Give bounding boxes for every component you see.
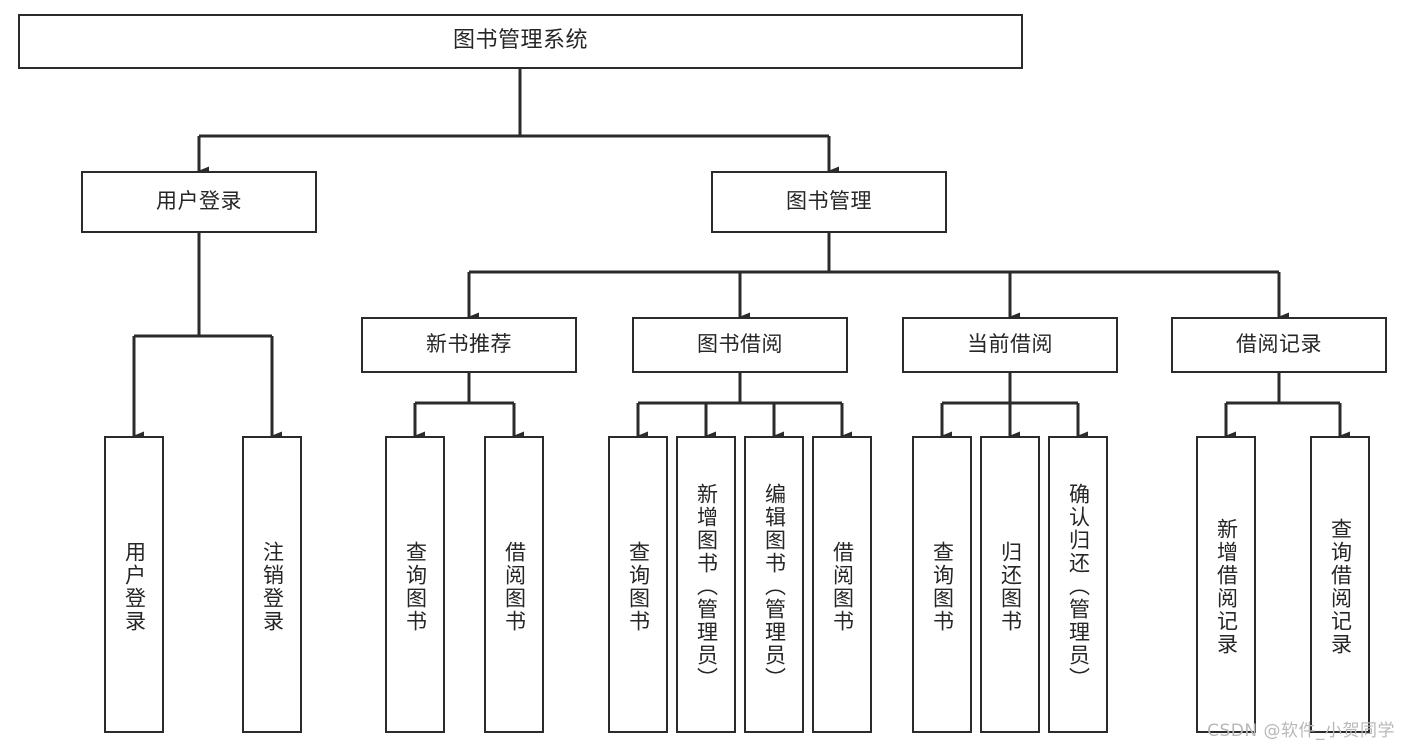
node-leaf-query-book-recommend[interactable]: 查询图书 xyxy=(385,436,445,733)
node-leaf-query-book-current[interactable]: 查询图书 xyxy=(912,436,972,733)
node-label: 新书推荐 xyxy=(426,332,512,357)
node-label: 图书管理 xyxy=(786,189,872,214)
node-leaf-confirm-return-admin[interactable]: 确认归还（管理员） xyxy=(1048,436,1108,733)
node-leaf-user-login[interactable]: 用户登录 xyxy=(104,436,164,733)
node-leaf-return-book[interactable]: 归还图书 xyxy=(980,436,1040,733)
node-label: 借阅图书 xyxy=(830,540,855,633)
node-label: 新增图书（管理员） xyxy=(694,483,719,690)
node-user-login[interactable]: 用户登录 xyxy=(81,171,317,233)
node-leaf-edit-book-admin[interactable]: 编辑图书（管理员） xyxy=(744,436,804,733)
node-label: 用户登录 xyxy=(122,540,147,633)
node-current-borrow[interactable]: 当前借阅 xyxy=(902,317,1118,373)
node-leaf-borrow-book-recommend[interactable]: 借阅图书 xyxy=(484,436,544,733)
node-leaf-query-borrow-record[interactable]: 查询借阅记录 xyxy=(1310,436,1370,733)
node-book-borrow[interactable]: 图书借阅 xyxy=(632,317,848,373)
csdn-watermark: CSDN @软件_小贺同学 xyxy=(1207,721,1395,741)
node-label: 查询图书 xyxy=(930,540,955,633)
node-label: 查询图书 xyxy=(626,540,651,633)
node-label: 当前借阅 xyxy=(967,332,1053,357)
node-label: 新增借阅记录 xyxy=(1214,517,1239,656)
node-leaf-add-borrow-record[interactable]: 新增借阅记录 xyxy=(1196,436,1256,733)
node-book-manage[interactable]: 图书管理 xyxy=(711,171,947,233)
node-leaf-add-book-admin[interactable]: 新增图书（管理员） xyxy=(676,436,736,733)
node-label: 注销登录 xyxy=(260,540,285,633)
node-label: 借阅记录 xyxy=(1236,332,1322,357)
node-label: 图书借阅 xyxy=(697,332,783,357)
node-label: 确认归还（管理员） xyxy=(1066,483,1091,690)
node-new-book-recommend[interactable]: 新书推荐 xyxy=(361,317,577,373)
node-root-system[interactable]: 图书管理系统 xyxy=(18,14,1023,69)
node-leaf-query-book-borrow[interactable]: 查询图书 xyxy=(608,436,668,733)
node-leaf-logout[interactable]: 注销登录 xyxy=(242,436,302,733)
node-label: 用户登录 xyxy=(156,189,242,214)
node-label: 查询借阅记录 xyxy=(1328,517,1353,656)
node-label: 归还图书 xyxy=(998,540,1023,633)
node-borrow-record[interactable]: 借阅记录 xyxy=(1171,317,1387,373)
node-leaf-borrow-book[interactable]: 借阅图书 xyxy=(812,436,872,733)
node-label: 借阅图书 xyxy=(502,540,527,633)
node-label: 查询图书 xyxy=(403,540,428,633)
node-label: 编辑图书（管理员） xyxy=(762,483,787,690)
node-label: 图书管理系统 xyxy=(452,28,588,54)
